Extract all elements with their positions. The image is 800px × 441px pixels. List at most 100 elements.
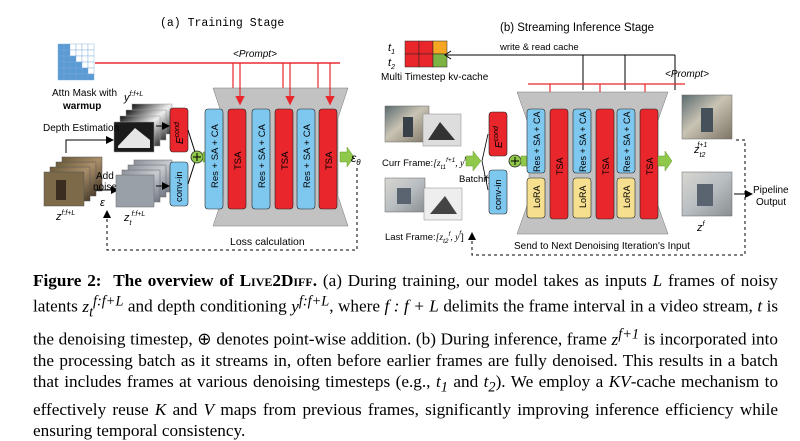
attn-mask-cell: [57, 61, 65, 69]
caption-var-kv: KV: [608, 372, 631, 392]
inference-conv-in-block: [488, 169, 508, 215]
training-res-block-2-label: Res + SA + CA: [257, 123, 268, 188]
caption-text-7: denotes point-wise addition. (b) During …: [216, 329, 607, 349]
pipeline-output-label-2: Output: [756, 197, 786, 208]
training-tsa-block-1: [227, 108, 247, 210]
inference-tsa-block-1: [549, 108, 569, 220]
caption-var-t2: t2: [483, 372, 496, 396]
caption-var-l: L: [652, 271, 663, 290]
inference-econd-label: Econd: [493, 125, 505, 148]
attn-mask-cell: [81, 73, 89, 81]
caption-var-z2: zf+1: [611, 325, 640, 349]
last-frame-label: Last Frame:[zt2f, yf]: [385, 230, 464, 245]
inference-res-block-3-label: Res + SA + CA: [622, 111, 632, 172]
attn-mask-cell: [81, 55, 89, 63]
curr-frame-images: [384, 105, 462, 147]
caption-text-6: is the denoising timestep,: [33, 297, 779, 349]
loss-calculation-label: Loss calculation: [230, 236, 305, 248]
training-res-block-3: [296, 108, 316, 210]
caption-oplus-symbol: ⊕: [197, 329, 212, 349]
training-res-block-3-label: Res + SA + CA: [302, 123, 313, 188]
attn-mask-cell: [81, 43, 89, 51]
kv-cache-t1-label: t1: [388, 42, 395, 56]
inference-output-top-image: [681, 94, 733, 140]
batchify-label: Batchify: [459, 174, 493, 185]
caption-var-z: ztf:f+L: [82, 293, 124, 321]
training-tsa-block-2: [274, 108, 294, 210]
attn-mask-cell: [75, 49, 83, 57]
attn-mask-cell: [63, 49, 71, 57]
attn-mask-cell: [57, 67, 65, 75]
attn-mask-cell: [69, 73, 77, 81]
inference-output-bottom-image: [681, 171, 733, 217]
depth-latent-label: yf:f+L: [123, 91, 143, 104]
inference-lora-block-2: [572, 177, 592, 219]
pipeline-output-label-1: Pipeline: [753, 185, 789, 196]
kv-cache-label: Multi Timestep kv-cache: [381, 72, 489, 83]
training-tsa-block-3-label: TSA: [324, 151, 335, 170]
inference-tsa-block-2-label: TSA: [601, 157, 611, 175]
caption-var-range: f : f + L: [384, 297, 439, 317]
training-res-block-2: [251, 108, 271, 210]
training-res-block-1-label: Res + SA + CA: [210, 123, 221, 188]
attn-mask-cell: [87, 73, 95, 81]
caption-var-t1: t1: [435, 372, 448, 396]
noise-epsilon-label: ε: [100, 197, 105, 209]
training-tsa-block-2-label: TSA: [280, 151, 291, 170]
attn-mask-label: Attn Mask with: [52, 88, 117, 99]
inference-lora-block-2-label: LoRA: [578, 185, 588, 208]
training-econd-label: Econd: [174, 121, 186, 144]
training-tsa-block-1-label: TSA: [233, 151, 244, 170]
attn-mask-cell: [87, 43, 95, 51]
caption-text-11: and: [172, 399, 198, 419]
attn-mask-cell: [69, 49, 77, 57]
caption-text-3: and depth conditioning: [127, 297, 287, 317]
inference-econd-block: [488, 111, 508, 157]
input-frames-label: zf:f+L: [55, 210, 75, 223]
add-noise-label-2: noise: [93, 182, 117, 193]
attn-mask-cell: [69, 61, 77, 69]
attn-mask-cell: [87, 49, 95, 57]
caption-text-2: frames of noisy latents: [33, 271, 779, 317]
attn-mask-cell: [81, 67, 89, 75]
inference-output-top-label: zt2f+1: [693, 142, 707, 159]
inference-lora-block-1-label: LoRA: [532, 185, 542, 208]
caption-text-and: and: [453, 372, 479, 392]
inference-lora-block-1: [526, 177, 546, 219]
figure-caption: Figure 2: The overview of Live2Diff. (a)…: [33, 270, 778, 441]
caption-text-10: -cache mechanism to effectively reuse: [33, 372, 779, 419]
attn-mask-cell: [63, 43, 71, 51]
inference-lora-block-3-label: LoRA: [622, 185, 632, 208]
inference-tsa-block-1-label: TSA: [555, 157, 565, 175]
depth-map-stack: [113, 103, 173, 153]
attn-mask-cell: [75, 55, 83, 63]
inference-tsa-block-3-label: TSA: [645, 157, 655, 175]
training-output-eps-label: εθ: [351, 151, 361, 167]
caption-text-4: , where: [329, 297, 381, 317]
caption-var-k: K: [154, 399, 167, 419]
attn-mask-cell: [75, 43, 83, 51]
attn-mask-cell: [57, 49, 65, 57]
attn-mask-cell: [69, 67, 77, 75]
attn-mask-cell: [57, 73, 65, 81]
training-res-block-1: [204, 108, 224, 210]
attn-mask-cell: [75, 67, 83, 75]
inference-lora-block-3: [616, 177, 636, 219]
attn-mask-cell: [63, 67, 71, 75]
caption-text-1: (a) During training, our model takes as …: [322, 271, 647, 290]
inference-res-block-1-label: Res + SA + CA: [532, 111, 542, 172]
send-next-iteration-label: Send to Next Denoising Iteration's Input: [514, 241, 690, 252]
inference-res-block-1: [526, 108, 546, 174]
attn-mask-cell: [69, 55, 77, 63]
inference-res-block-2-label: Res + SA + CA: [578, 111, 588, 172]
caption-var-y: yf:f+L: [291, 293, 330, 317]
kv-cache-grid: [404, 40, 448, 68]
caption-text-5: delimits the frame interval in a video s…: [443, 297, 753, 317]
add-noise-label-1: Add: [96, 171, 114, 182]
attn-mask-warmup-label: warmup: [62, 101, 101, 112]
attn-mask-cell: [75, 73, 83, 81]
attn-mask-cell: [69, 43, 77, 51]
caption-var-v: V: [203, 399, 215, 419]
caption-bold-lead: The overview of: [113, 271, 234, 290]
caption-var-t: t: [757, 297, 763, 317]
